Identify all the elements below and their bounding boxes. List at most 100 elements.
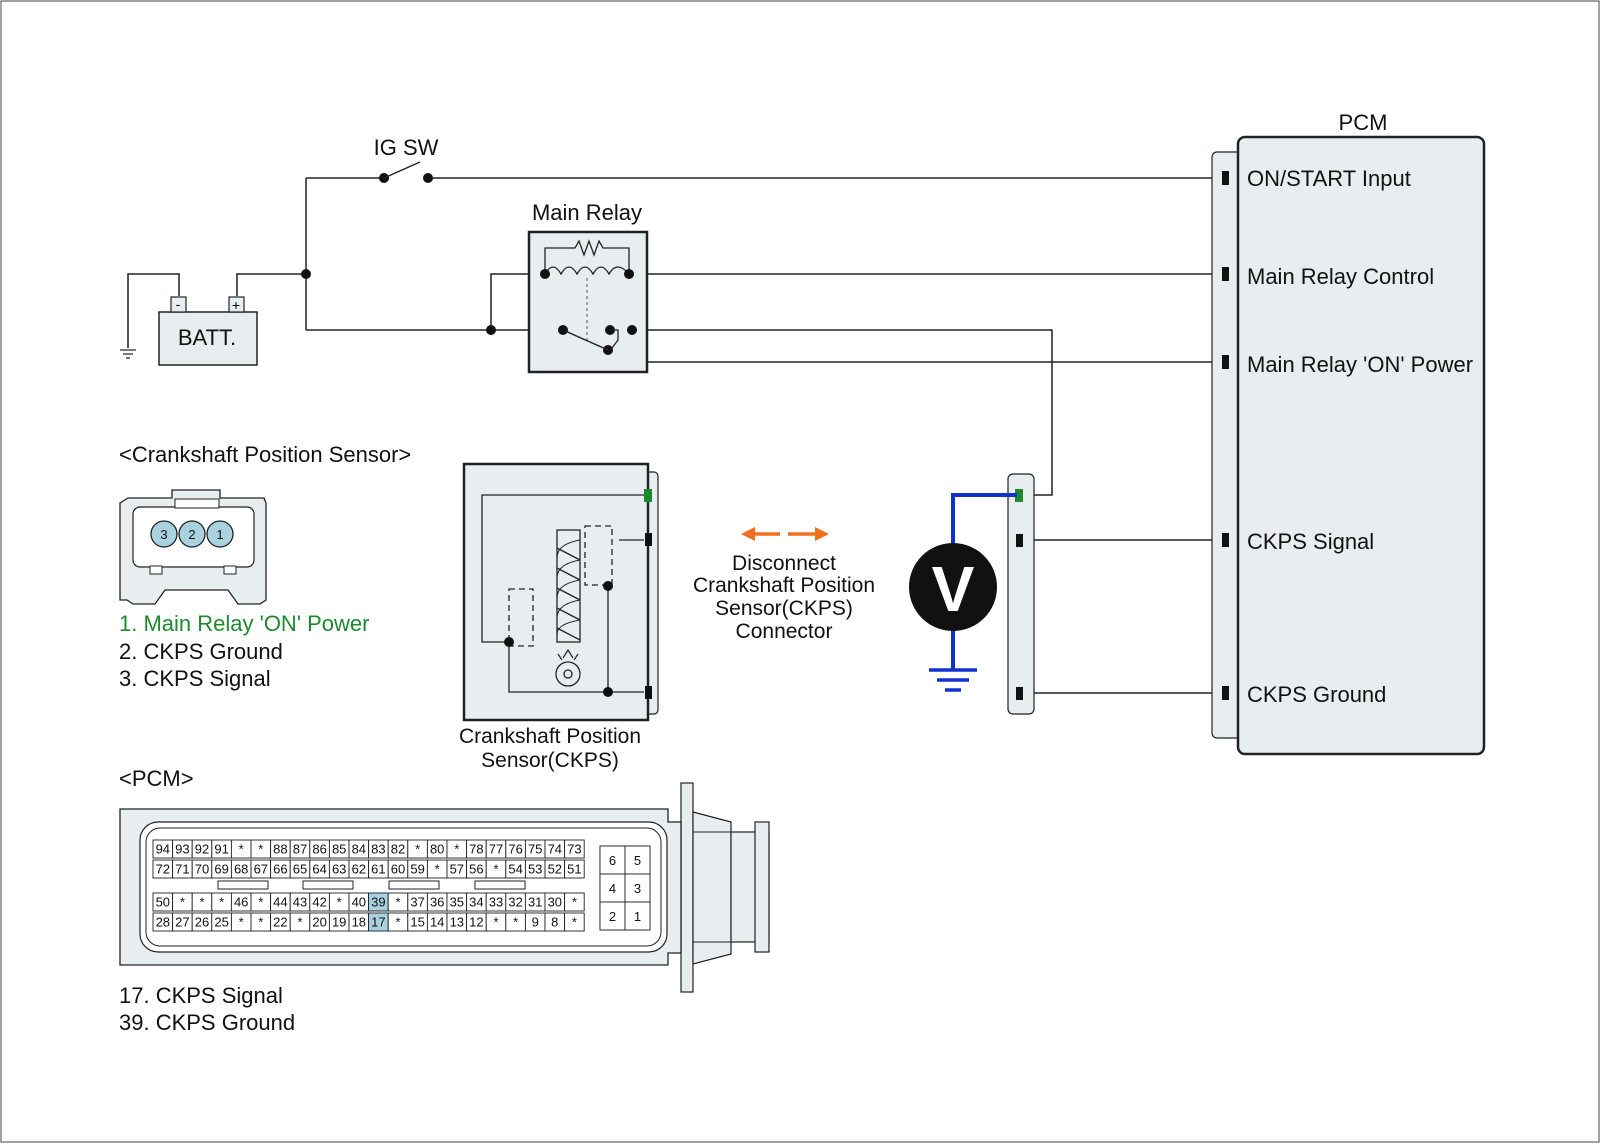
pcm-pin-label: 67 (254, 862, 268, 877)
pcm-pin-label: 77 (489, 842, 503, 857)
pcm-pin-label: 88 (273, 842, 287, 857)
pcm-pin-label: 12 (469, 915, 483, 930)
pcm-pin-label: 82 (391, 842, 405, 857)
pcm-pin-label: 46 (234, 895, 248, 910)
pcm-pin-label: 63 (332, 862, 346, 877)
pcm-pin-label: 19 (332, 915, 346, 930)
ckps-pin-label: 3 (160, 527, 167, 542)
pcm-pin-label: 87 (293, 842, 307, 857)
pcm-pin-label: 56 (469, 862, 483, 877)
harness-pin-signal (1016, 534, 1023, 547)
pcm-pin-label: 30 (548, 895, 562, 910)
pcm-pin-label: * (415, 842, 420, 857)
pcm-pin-label: 27 (175, 915, 189, 930)
pcm-pin-label: * (239, 915, 244, 930)
pcm-pin-label: * (513, 915, 518, 930)
pcm-pin-label: 54 (508, 862, 522, 877)
ckps-legend-item: 3. CKPS Signal (119, 666, 271, 691)
pcm-pin-label: * (337, 895, 342, 910)
main-relay: Main Relay (527, 200, 649, 374)
pcm-pin-label: 35 (450, 895, 464, 910)
pcm-pin-label: 44 (273, 895, 287, 910)
pcm-terminal-main-relay-control: Main Relay Control (1247, 264, 1434, 289)
pcm-pin-label: 26 (195, 915, 209, 930)
pcm-pin-label: 75 (528, 842, 542, 857)
pcm-pin-label: 32 (508, 895, 522, 910)
pcm-pin-label: * (180, 895, 185, 910)
ckps-pin-power (644, 489, 652, 502)
pcm-pin-label: 73 (567, 842, 581, 857)
pcm-pin-label: 53 (528, 862, 542, 877)
pcm-pin-label: 64 (312, 862, 326, 877)
pcm-pin-label: 31 (528, 895, 542, 910)
pcm-pin-label: 34 (469, 895, 483, 910)
batt-label: BATT. (178, 325, 236, 350)
pcm-side-pin-label: 1 (634, 909, 641, 924)
ckps-connector-face: <Crankshaft Position Sensor> 3 2 1 1. Ma… (119, 442, 411, 691)
pcm-pin-label: * (395, 915, 400, 930)
pcm-pin-label: 28 (156, 915, 170, 930)
pcm-pin-label: * (454, 842, 459, 857)
pcm-title: PCM (1339, 110, 1388, 135)
pcm-terminal-on-start: ON/START Input (1247, 166, 1411, 191)
pcm-side-pin-cell (599, 873, 626, 903)
pcm-pin-label: 85 (332, 842, 346, 857)
pcm-terminal-pins (1222, 171, 1229, 700)
pcm-pin-label: 84 (352, 842, 366, 857)
pcm-module: PCM ON/START Input Main Relay Control Ma… (1211, 110, 1486, 756)
pcm-pin-label: 62 (352, 862, 366, 877)
batt-plus-label: + (232, 297, 240, 313)
pcm-pin-label: 80 (430, 842, 444, 857)
pcm-side-pin-label: 3 (634, 881, 641, 896)
harness-pin-ground (1016, 687, 1023, 700)
pcm-pin-label: 17 (371, 915, 385, 930)
voltmeter-label: V (932, 553, 975, 625)
pcm-pin-label: 94 (156, 842, 170, 857)
pcm-pin-label: 71 (175, 862, 189, 877)
ckps-coil-icon (555, 529, 581, 687)
pcm-pin-label: * (258, 895, 263, 910)
pcm-side-pin-label: 6 (609, 853, 616, 868)
pcm-pin-label: 37 (410, 895, 424, 910)
pcm-pin-label: 72 (156, 862, 170, 877)
pcm-side-pin-label: 4 (609, 881, 616, 896)
pcm-pin-cell (564, 859, 585, 879)
pcm-pin-label: 9 (532, 915, 539, 930)
pcm-pin-label: 65 (293, 862, 307, 877)
battery: - + BATT. (158, 296, 258, 366)
pcm-pin-cell (564, 839, 585, 859)
voltmeter-ground-icon (929, 668, 977, 692)
ckps-connector-pins: 3 2 1 (150, 520, 234, 548)
voltmeter-positive-lead (951, 493, 1017, 545)
pcm-pin-cell (564, 892, 585, 912)
pcm-pin-label: 93 (175, 842, 189, 857)
batt-minus-label: - (176, 296, 181, 312)
pcm-pin-label: * (435, 862, 440, 877)
pcm-pin-label: 52 (548, 862, 562, 877)
ckps-legend-item: 1. Main Relay 'ON' Power (119, 611, 370, 636)
disconnect-line-3: Sensor(CKPS) (715, 597, 853, 620)
ckps-pin-label: 1 (216, 527, 223, 542)
harness-connector (1007, 473, 1035, 715)
pcm-pin-label: 57 (450, 862, 464, 877)
pcm-pin-label: * (493, 915, 498, 930)
pcm-pin-label: 40 (352, 895, 366, 910)
pcm-pin-label: * (493, 862, 498, 877)
pcm-legend-item: 39. CKPS Ground (119, 1010, 295, 1035)
ckps-pin-signal (645, 533, 652, 546)
pcm-pin-label: * (239, 842, 244, 857)
pcm-pin-label: 51 (567, 862, 581, 877)
pcm-pin-label: 66 (273, 862, 287, 877)
ckps-label-line-2: Sensor(CKPS) (481, 749, 619, 772)
junction-dots (301, 269, 496, 335)
pcm-pin-label: * (572, 895, 577, 910)
harness-pin-power (1015, 489, 1023, 502)
pcm-pin-label: 50 (156, 895, 170, 910)
pcm-side-pin-cell (624, 845, 651, 875)
pcm-pin-label: 74 (548, 842, 562, 857)
pcm-side-pin-label: 2 (609, 909, 616, 924)
